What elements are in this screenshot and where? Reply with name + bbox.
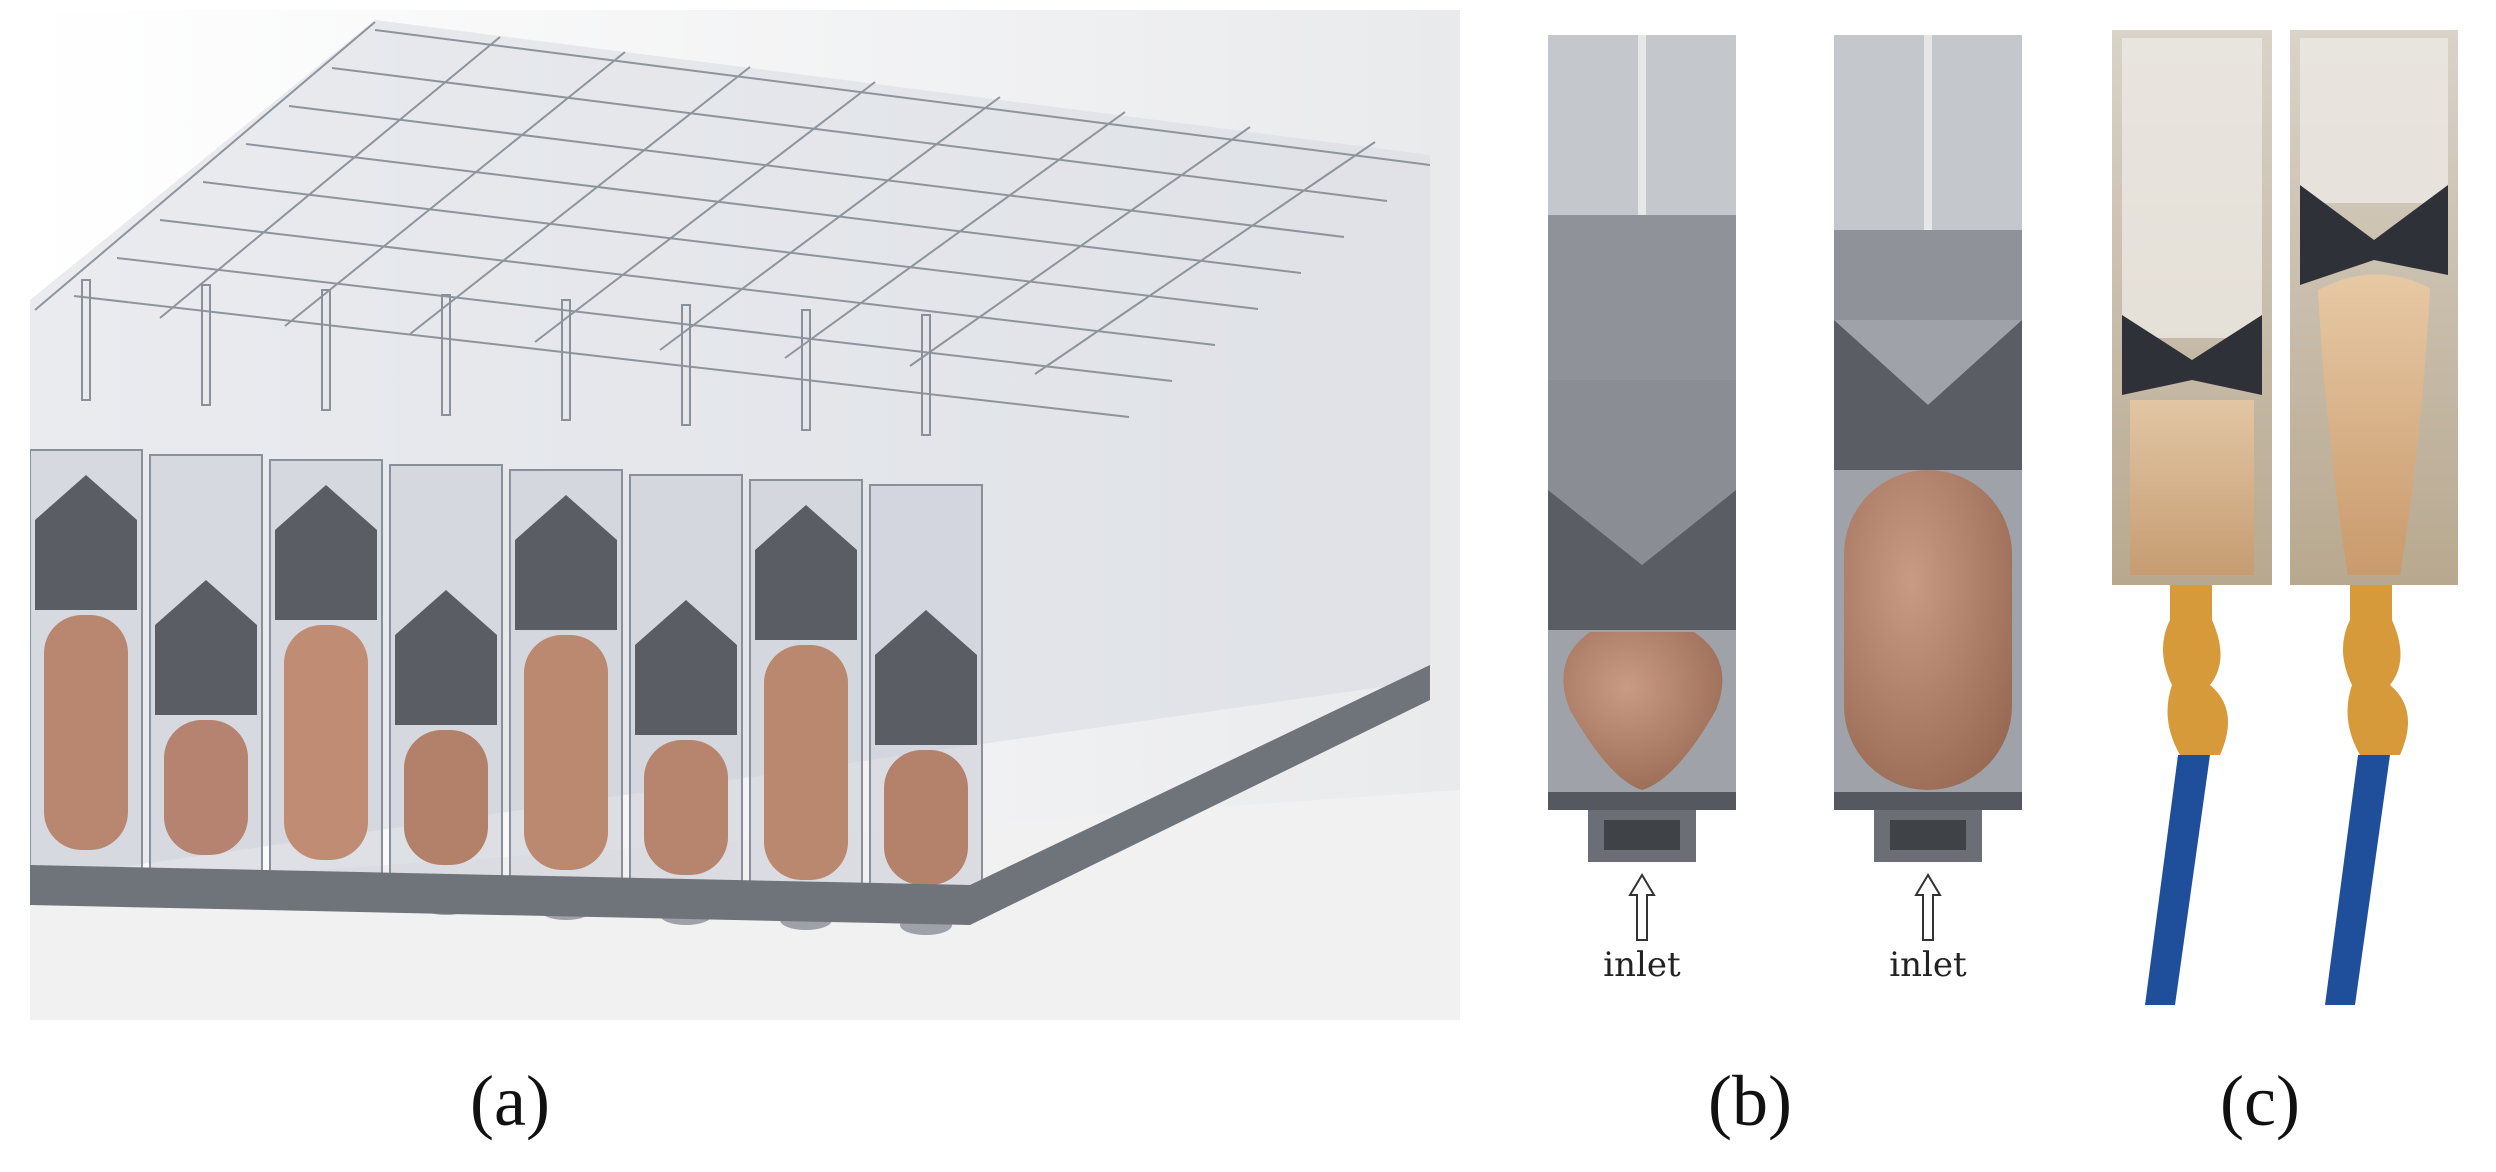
guide-rod xyxy=(561,299,571,421)
piston-block xyxy=(635,600,737,735)
balloon xyxy=(284,625,368,860)
piston-block xyxy=(155,580,257,715)
cell-wall-line xyxy=(534,81,876,343)
caption-c: (c) xyxy=(2220,1061,2300,1141)
cell-wall-line xyxy=(73,295,1130,418)
base-plate xyxy=(30,665,1430,925)
cell-wall-line xyxy=(284,51,626,327)
panel-c-photographs xyxy=(2100,20,2480,1020)
cell-wall-line xyxy=(159,219,1216,346)
panel-a-array-render xyxy=(30,10,1460,1020)
balloon xyxy=(644,740,728,875)
cell-wall-line xyxy=(784,111,1126,359)
balloon xyxy=(2318,274,2430,575)
guide-rod xyxy=(801,309,811,431)
cross-section-inflated xyxy=(1834,35,2022,941)
cell-wall-line xyxy=(1034,141,1376,375)
inlet-arrow-icon xyxy=(1628,873,1656,941)
balloon xyxy=(764,645,848,880)
piston-block xyxy=(515,495,617,630)
guide-rod xyxy=(681,304,691,426)
piston-block xyxy=(875,610,977,745)
caption-a: (a) xyxy=(470,1061,550,1141)
inlet-arrow-icon xyxy=(1914,873,1942,941)
photo-deflated xyxy=(2112,30,2272,1005)
tube xyxy=(2325,755,2390,1005)
piston-block xyxy=(1834,320,2022,470)
balloon xyxy=(44,615,128,850)
piston-block xyxy=(755,505,857,640)
cross-section-deflated xyxy=(1548,35,1736,941)
photo-inflated xyxy=(2290,30,2458,1005)
guide-rod xyxy=(81,279,91,401)
cell-wall-line xyxy=(202,181,1259,310)
cell-wall-line xyxy=(159,36,501,319)
cell-wall-line xyxy=(909,126,1251,367)
cell-wall-line xyxy=(374,29,1431,166)
inlet-label-right: inlet xyxy=(1889,945,1967,985)
balloon xyxy=(2130,400,2254,575)
piston-block xyxy=(35,475,137,610)
tube xyxy=(2145,755,2210,1005)
piston-block xyxy=(395,590,497,725)
balloon xyxy=(884,750,968,885)
guide-rod xyxy=(201,284,211,406)
balloon xyxy=(524,635,608,870)
cell-wall-line xyxy=(659,96,1001,351)
actuator-array-illustration xyxy=(30,10,1460,1020)
cell-wall-line xyxy=(245,143,1302,274)
guide-rod xyxy=(441,294,451,416)
piston-block xyxy=(2122,315,2262,395)
cell-wall-line xyxy=(409,66,751,335)
caption-b: (b) xyxy=(1708,1061,1792,1141)
cell-wall-line xyxy=(288,105,1345,238)
piston-block xyxy=(1548,490,1736,630)
balloon-deflated xyxy=(1563,632,1723,790)
balloon-inflated xyxy=(1844,470,2012,790)
guide-rod xyxy=(921,314,931,436)
prototype-photos xyxy=(2112,30,2458,1005)
cross-section-illustration xyxy=(1548,35,2022,941)
cell-wall-line xyxy=(116,257,1173,382)
cell-wall-line xyxy=(34,21,376,311)
piston-block xyxy=(275,485,377,620)
piston-block xyxy=(2300,185,2448,285)
balloon xyxy=(404,730,488,865)
cell-wall-line xyxy=(331,67,1388,202)
fitting xyxy=(2342,585,2408,755)
fitting xyxy=(2162,585,2228,755)
guide-rod xyxy=(321,289,331,411)
inlet-label-left: inlet xyxy=(1603,945,1681,985)
panel-b-cross-sections: inlet inlet xyxy=(1530,20,2070,1000)
balloon xyxy=(164,720,248,855)
